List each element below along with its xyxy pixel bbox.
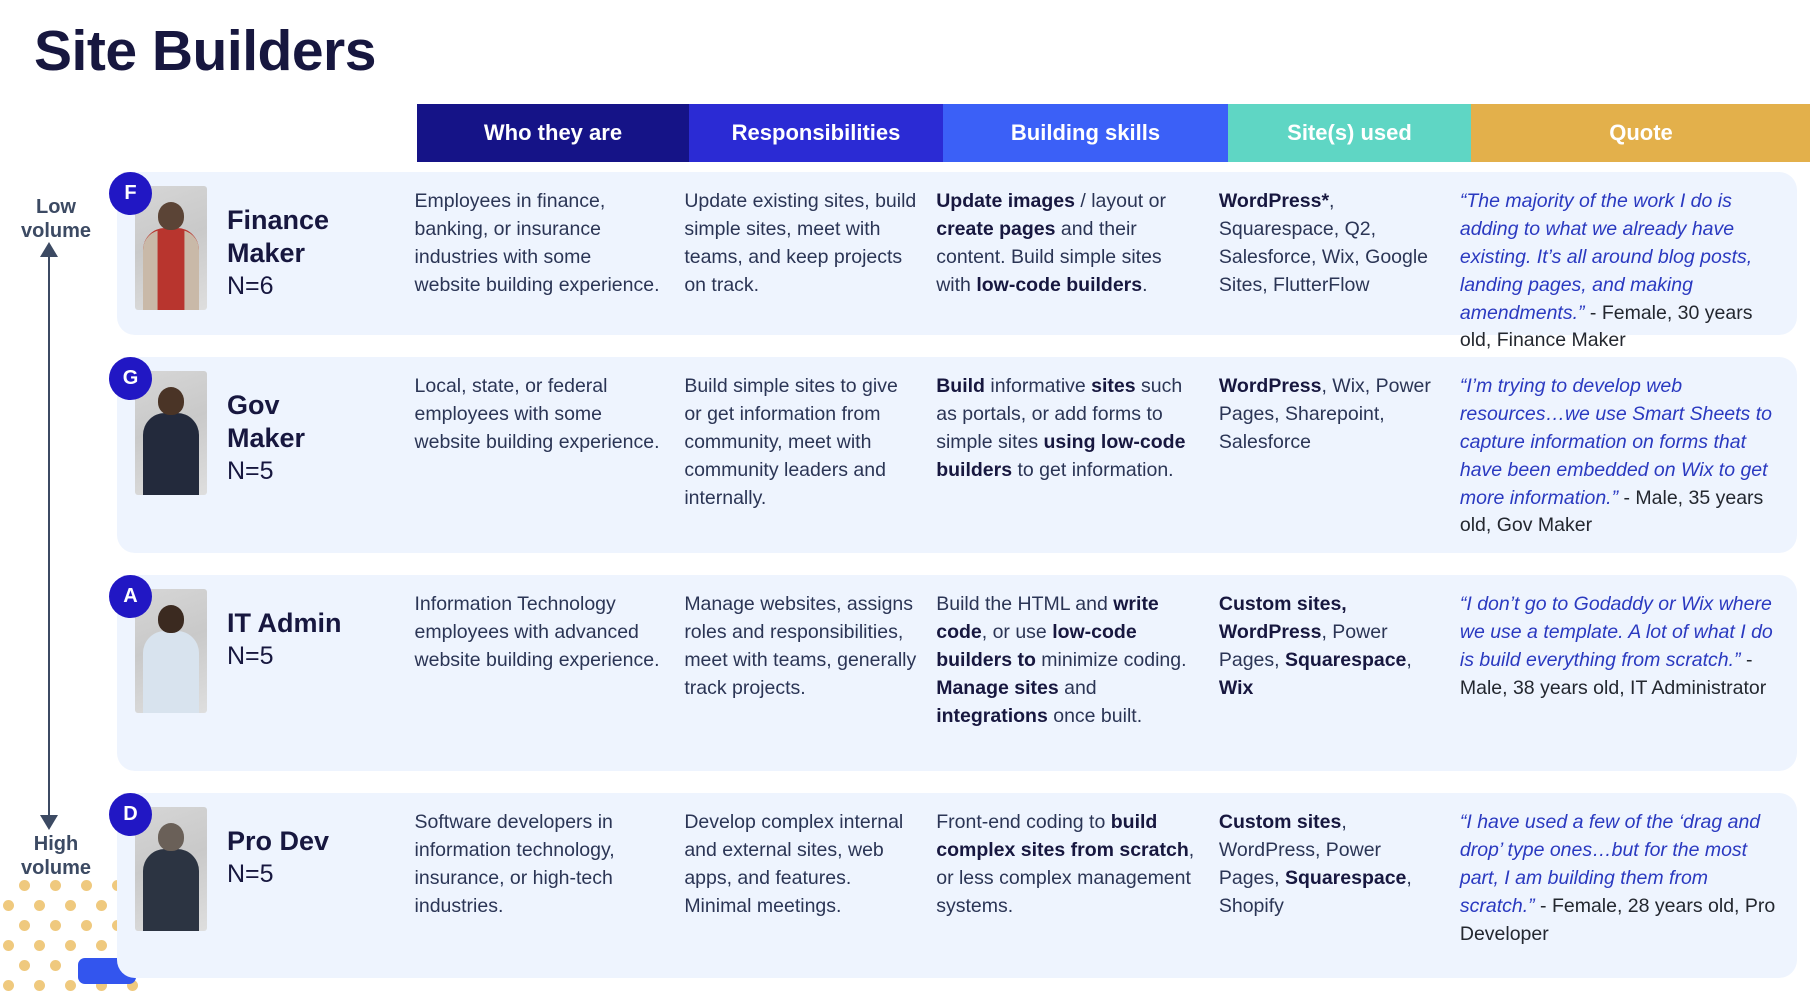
cell-sites-used: WordPress, Wix, Power Pages, Sharepoint,… [1218,375,1431,453]
cell-responsibilities: Manage websites, assigns roles and respo… [684,593,917,699]
cell-sites-used: Custom sites, WordPress, Power Pages, Sq… [1218,593,1412,699]
axis-label-high-volume: High volume [20,833,92,879]
cell-responsibilities: Develop complex internal and external si… [684,811,904,917]
cell-who-they-are: Information Technology employees with ad… [414,593,660,671]
quote-attribution: - Male, 35 years old, Gov Maker [1459,486,1764,537]
persona-badge: G [109,357,152,400]
cell-building-skills: Build the HTML and write code, or use lo… [936,593,1187,727]
column-header-responsibilities: Responsibilities [689,104,943,162]
cell-quote: “The majority of the work I do is adding… [1460,172,1797,355]
quote-text: “I have used a few of the ‘drag and drop… [1459,811,1761,917]
persona-name: Pro Dev [227,826,330,856]
persona-cell: Finance Maker N=6 [117,172,415,310]
axis-line [48,256,50,818]
arrow-down-icon [40,815,58,830]
page-title: Site Builders [34,19,376,83]
persona-badge: D [109,793,152,836]
cell-who-they-are: Local, state, or federal employees with … [414,375,660,453]
cell-building-skills: Update images / layout or create pages a… [936,190,1166,296]
cell-responsibilities: Update existing sites, build simple site… [684,190,917,296]
cell-quote: “I’m trying to develop web resources…we … [1460,357,1797,540]
column-header-quote: Quote [1471,104,1810,162]
persona-sample-size: N=5 [227,456,274,485]
persona-name: Finance Maker [227,205,330,268]
quote-attribution: - Female, 28 years old, Pro Developer [1459,894,1776,945]
volume-axis: Low volume High volume [0,195,112,895]
persona-name: Gov Maker [227,390,306,453]
table-row: G Gov Maker N=5 Local, state, or federal… [109,357,1797,553]
table-row: A IT Admin N=5 Information Technology em… [109,575,1797,771]
arrow-up-icon [40,242,58,257]
persona-badge: F [109,172,152,215]
quote-text: “The majority of the work I do is adding… [1459,190,1753,324]
persona-badge: A [109,575,152,618]
quote-text: “I’m trying to develop web resources…we … [1459,375,1772,509]
quote-text: “I don’t go to Godaddy or Wix where we u… [1459,593,1773,671]
table-row: F Finance Maker N=6 Employees in finance… [109,172,1797,351]
quote-attribution: - Female, 30 years old, Finance Maker [1459,301,1753,352]
axis-label-low-volume: Low volume [20,196,92,242]
cell-building-skills: Build informative sites such as portals,… [936,375,1186,481]
table-body: F Finance Maker N=6 Employees in finance… [0,172,1810,1000]
persona-cell: Gov Maker N=5 [117,357,415,495]
persona-sample-size: N=5 [227,641,274,670]
cell-who-they-are: Employees in finance, banking, or insura… [414,190,660,296]
cell-sites-used: WordPress*, Squarespace, Q2, Salesforce,… [1218,190,1429,296]
persona-cell: IT Admin N=5 [117,575,415,713]
cell-building-skills: Front-end coding to build complex sites … [936,811,1195,917]
persona-sample-size: N=6 [227,271,274,300]
cell-quote: “I don’t go to Godaddy or Wix where we u… [1460,575,1797,703]
quote-attribution: - Male, 38 years old, IT Administrator [1459,648,1767,699]
cell-responsibilities: Build simple sites to give or get inform… [684,375,898,509]
column-header-sites-used: Site(s) used [1228,104,1471,162]
column-header-who-they-are: Who they are [417,104,689,162]
table-row: D Pro Dev N=5 Software developers in inf… [109,793,1797,978]
persona-name: IT Admin [227,608,342,638]
column-header-building-skills: Building skills [943,104,1228,162]
persona-cell: Pro Dev N=5 [117,793,415,931]
cell-quote: “I have used a few of the ‘drag and drop… [1460,793,1797,948]
persona-sample-size: N=5 [227,859,274,888]
cell-sites-used: Custom sites, WordPress, Power Pages, Sq… [1218,811,1412,917]
table-header-row: Who they are Responsibilities Building s… [417,104,1810,162]
cell-who-they-are: Software developers in information techn… [414,811,615,917]
